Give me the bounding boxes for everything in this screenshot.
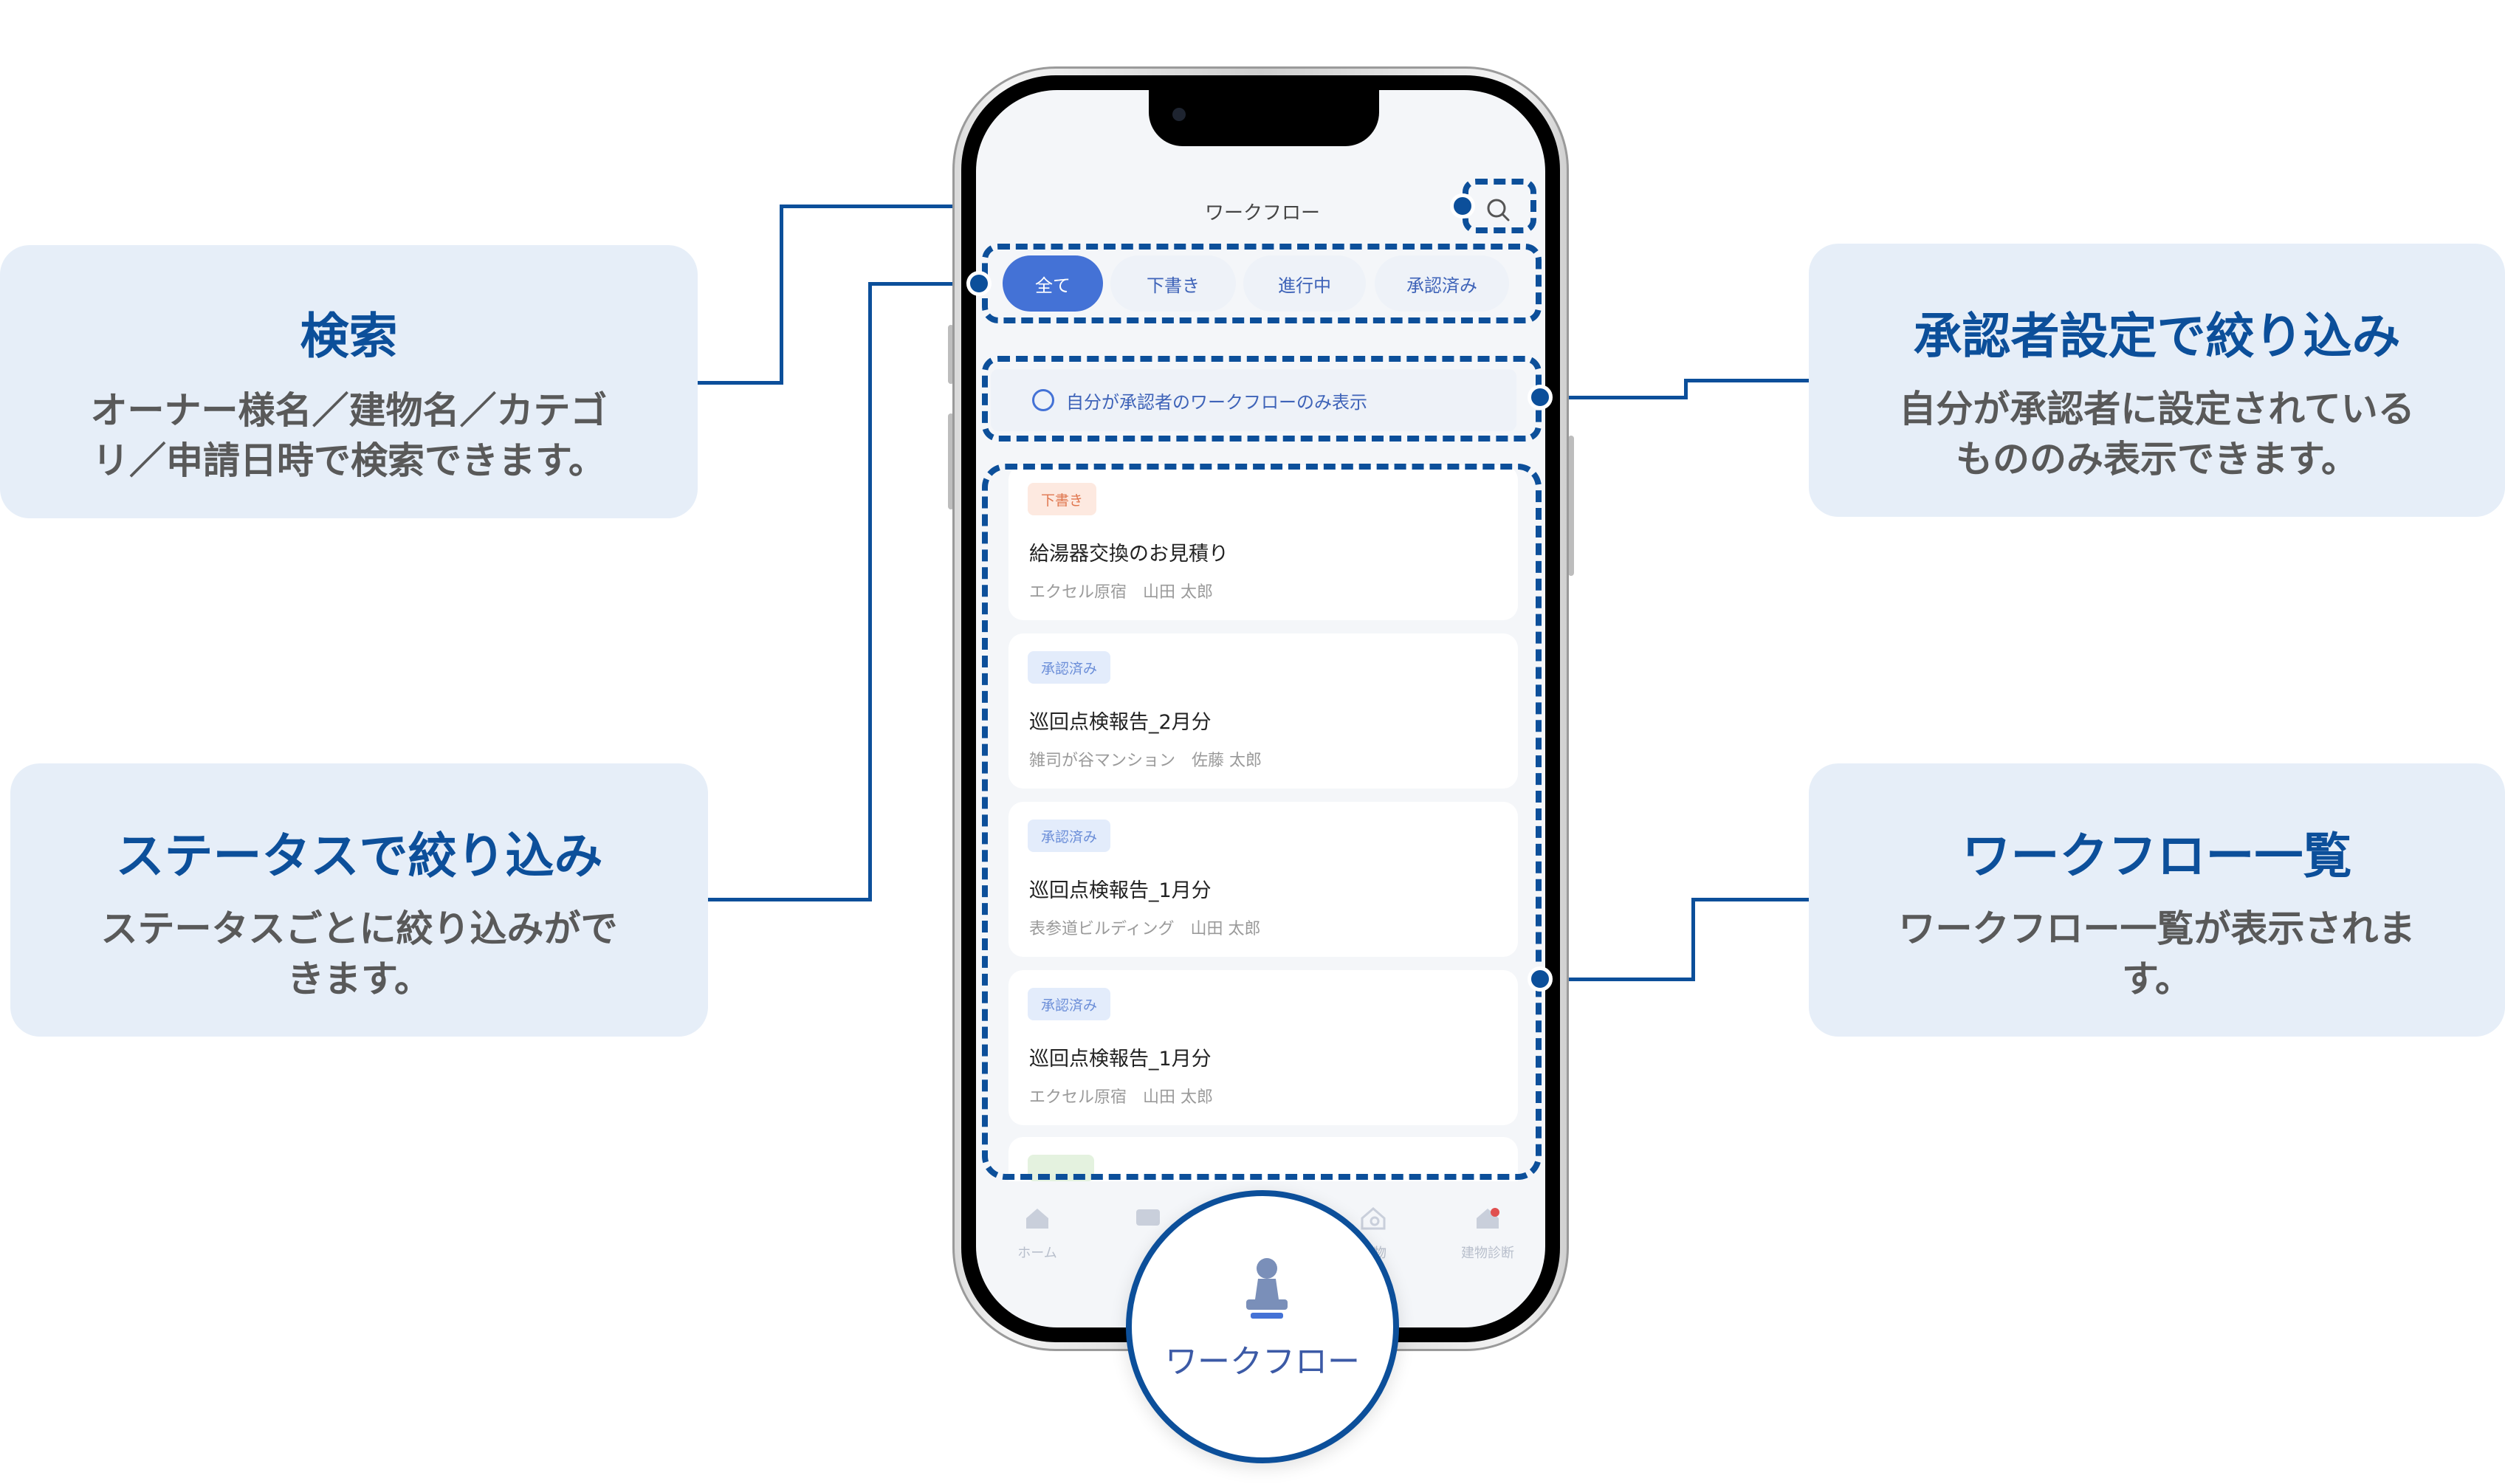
connector-status (868, 282, 979, 286)
nav-diagnosis[interactable]: 建物診断 (1451, 1203, 1525, 1262)
connector-status (708, 898, 872, 901)
callout-list: ワークフロー一覧 ワークフロー一覧が表示されま す。 (1809, 763, 2505, 1037)
app-title: ワークフロー (1204, 202, 1320, 224)
workflow-card-sub: 表参道ビルディング 山田 太郎 (1029, 920, 1261, 938)
search-icon[interactable] (1485, 196, 1511, 223)
phone-side-button (1568, 436, 1574, 576)
status-badge: 下書き (1028, 483, 1097, 515)
workflow-card[interactable]: 承認済み 巡回点検報告_1月分 エクセル原宿 山田 太郎 (1008, 970, 1518, 1125)
callout-search-desc-line1: オーナー様名／建物名／カテゴ (90, 389, 608, 432)
callout-list-desc: ワークフロー一覧が表示されま す。 (1853, 904, 2461, 1004)
phone-side-button (948, 413, 954, 509)
callout-search-desc-line2: リ／申請日時で検索できます。 (92, 439, 605, 482)
tab-in-progress[interactable]: 進行中 (1243, 255, 1366, 312)
camera-icon (1172, 108, 1186, 121)
callout-list-desc-line2: す。 (2122, 958, 2192, 1000)
connector-list (1691, 898, 1695, 981)
connector-approver (1684, 379, 1688, 399)
highlight-approver-filter (982, 356, 1542, 442)
callout-approver-desc-line1: 自分が承認者に設定されている (1899, 388, 2415, 430)
nav-chat[interactable] (1111, 1203, 1185, 1243)
connector-dot-list (1528, 966, 1553, 992)
workflow-card-title: 巡回点検報告_2月分 (1029, 711, 1212, 734)
workflow-card[interactable]: 下書き 給湯器交換のお見積り エクセル原宿 山田 太郎 (1008, 465, 1518, 620)
tab-all[interactable]: 全て (1003, 255, 1103, 312)
workflow-card-title: 給湯器交換のお見積り (1029, 543, 1229, 566)
chat-icon (1136, 1209, 1160, 1226)
callout-approver: 承認者設定で絞り込み 自分が承認者に設定されている もののみ表示できます。 (1809, 244, 2505, 517)
connector-search (698, 381, 783, 385)
workflow-card-title: 巡回点検報告_1月分 (1029, 879, 1212, 902)
tab-approved[interactable]: 承認済み (1375, 255, 1509, 312)
nav-home-label: ホーム (1017, 1246, 1057, 1261)
callout-search: 検索 オーナー様名／建物名／カテゴ リ／申請日時で検索できます。 (0, 245, 698, 518)
connector-list (1540, 978, 1695, 981)
connector-approver (1684, 379, 1809, 382)
stamp-icon (1246, 1258, 1288, 1319)
callout-status-desc: ステータスごとに絞り込みがで きます。 (55, 904, 664, 1004)
connector-dot-search (1450, 193, 1475, 219)
building-search-icon (1361, 1207, 1386, 1230)
connector-status (868, 282, 872, 901)
nav-home[interactable]: ホーム (1000, 1203, 1074, 1262)
home-icon (1026, 1209, 1048, 1229)
phone-side-button (948, 325, 954, 384)
connector-search (780, 205, 783, 385)
nav-diagnosis-label: 建物診断 (1461, 1246, 1514, 1261)
callout-approver-desc-line2: もののみ表示できます。 (1956, 438, 2358, 481)
callout-approver-title: 承認者設定で絞り込み (1913, 308, 2401, 365)
workflow-card-sub: エクセル原宿 山田 太郎 (1029, 1088, 1213, 1107)
highlight-workflow-list (982, 464, 1542, 1180)
nav-workflow-label[interactable]: ワークフロー (1165, 1343, 1360, 1381)
callout-status-desc-line2: きます。 (287, 958, 431, 1000)
status-badge: 承認済み (1028, 820, 1111, 852)
nav-workflow-highlight[interactable] (1126, 1190, 1399, 1463)
callout-search-title: 検索 (300, 308, 398, 365)
status-badge: 承認済み (1028, 651, 1111, 684)
callout-approver-desc: 自分が承認者に設定されている もののみ表示できます。 (1853, 384, 2461, 484)
status-badge: 承認済み (1028, 988, 1111, 1020)
connector-dot-status (966, 271, 992, 296)
workflow-card-title: 巡回点検報告_1月分 (1029, 1048, 1212, 1071)
workflow-card[interactable]: 承認済み 巡回点検報告_2月分 雑司が谷マンション 佐藤 太郎 (1008, 633, 1518, 789)
callout-search-desc: オーナー様名／建物名／カテゴ リ／申請日時で検索できます。 (44, 385, 653, 486)
callout-list-title: ワークフロー一覧 (1962, 828, 2352, 884)
connector-approver (1540, 396, 1688, 399)
callout-status-desc-line1: ステータスごとに絞り込みがで (100, 907, 618, 950)
approver-filter-toggle[interactable]: 自分が承認者のワークフローのみ表示 (991, 369, 1516, 431)
workflow-card[interactable]: 承認済み 巡回点検報告_1月分 表参道ビルディング 山田 太郎 (1008, 802, 1518, 957)
callout-list-desc-line1: ワークフロー一覧が表示されま (1898, 907, 2416, 950)
connector-list (1691, 898, 1809, 901)
phone-notch (1149, 87, 1379, 146)
workflow-card-sub: エクセル原宿 山田 太郎 (1029, 583, 1213, 602)
workflow-card-sub: 雑司が谷マンション 佐藤 太郎 (1029, 752, 1262, 770)
approver-filter-label: 自分が承認者のワークフローのみ表示 (1066, 391, 1367, 413)
highlight-status-tabs (982, 244, 1542, 323)
callout-status: ステータスで絞り込み ステータスごとに絞り込みがで きます。 (10, 763, 708, 1037)
approver-filter-radio[interactable] (1032, 389, 1054, 411)
building-diagnosis-icon (1477, 1208, 1499, 1229)
connector-dot-approver (1528, 385, 1553, 410)
callout-status-title: ステータスで絞り込み (115, 828, 603, 884)
tab-draft[interactable]: 下書き (1110, 255, 1236, 312)
